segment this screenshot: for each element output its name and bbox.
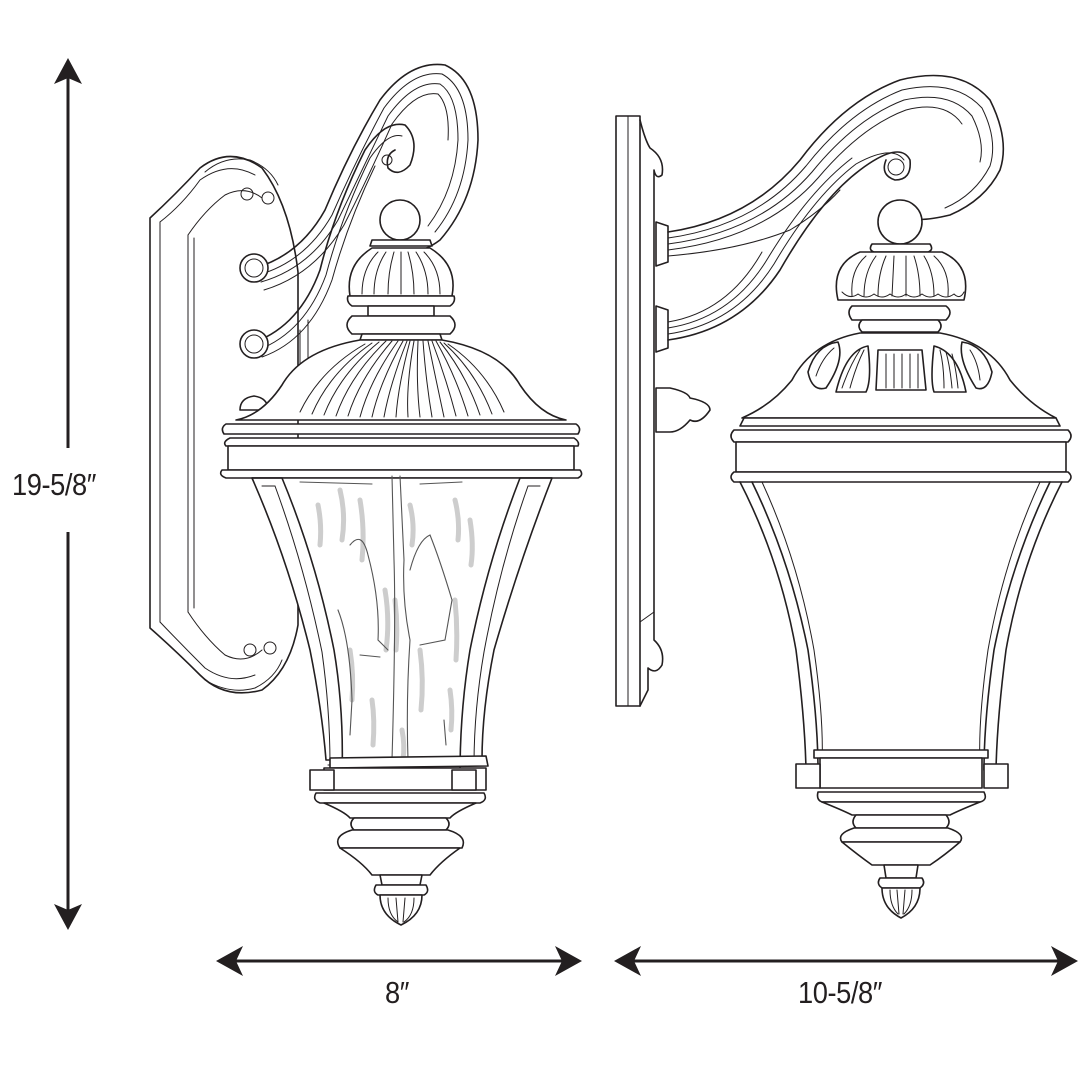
arrowhead-left-icon: [614, 946, 641, 976]
width-dimension-label: 8″: [385, 975, 409, 1010]
front-glass-body: [251, 475, 553, 776]
side-wall-plate: [615, 115, 664, 707]
front-hood: [219, 339, 583, 479]
extension-dimension-label: 10-5/8″: [798, 975, 882, 1010]
side-hood: [730, 332, 1072, 483]
width-dimension-arrow: [216, 946, 582, 976]
arrowhead-left-icon: [216, 946, 243, 976]
side-bottom-finial: [795, 749, 1009, 919]
arrowhead-right-icon: [1051, 946, 1078, 976]
arrowhead-right-icon: [555, 946, 582, 976]
front-bottom-finial: [309, 755, 489, 926]
arrowhead-up-icon: [54, 58, 82, 84]
extension-dimension-arrow: [614, 946, 1078, 976]
front-backplate: [149, 155, 299, 694]
arrowhead-down-icon: [54, 904, 82, 930]
side-arm: [655, 74, 1005, 433]
height-dimension-label: 19-5/8″: [12, 467, 96, 502]
side-glass-body: [739, 481, 1063, 771]
front-top-cap: [346, 199, 456, 341]
side-top-cap: [835, 199, 967, 333]
height-dimension-arrow: [54, 58, 82, 930]
